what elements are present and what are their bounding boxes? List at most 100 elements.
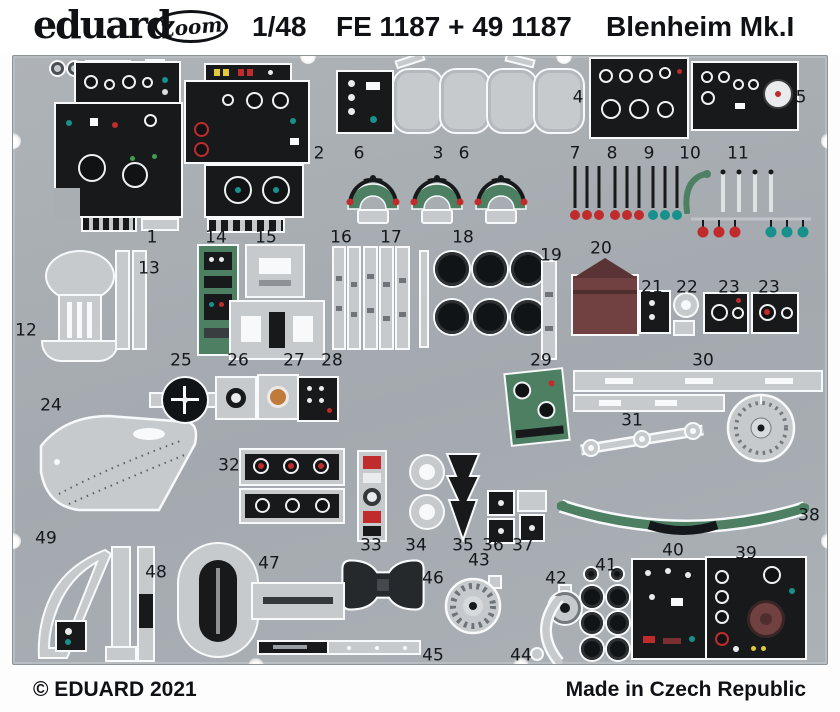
knob-dot [498,528,504,534]
dial [639,69,653,83]
knob-dot [66,120,72,126]
knob-dot [498,500,504,506]
seatbelt-part [365,248,376,348]
part-number-label: 5 [795,87,807,108]
fret-edge-notch [248,658,264,664]
disc-part [435,300,469,334]
part-5-instrument-panel [693,63,797,129]
fret-edge-notch [13,133,21,149]
buckle [399,278,406,283]
part-number-label: 37 [512,535,534,556]
part-22-sleeve [675,322,693,334]
disc-part [435,252,469,286]
part-number-label: 18 [452,227,474,248]
fold-line [259,280,291,286]
hole [403,646,407,650]
part-number-label: 34 [405,535,427,556]
dial [748,79,759,90]
part-number-label: 16 [330,227,352,248]
hinge-pin-part [506,56,534,67]
part-25-compass [151,374,219,426]
slot [290,138,299,145]
part-number-label: 33 [360,535,382,556]
part-number-label: 17 [380,227,402,248]
part-12-seat-stem [60,296,100,344]
part-number-label: 23 [758,277,780,298]
dial [104,79,115,90]
strip-metal-section [329,642,419,653]
fret-edge-notch [556,56,572,64]
dial [599,69,613,83]
arm-slit [263,597,333,604]
part-number-label: 25 [170,350,192,371]
knob-pins-row [691,217,811,238]
disc-part [581,586,603,608]
panel-notch [54,188,80,218]
throttle-quadrant-part [472,173,530,225]
slot [671,598,683,606]
dial [781,307,793,319]
dial [657,101,674,118]
dial [315,498,330,513]
buckle [351,312,357,317]
part-number-label: 3 [432,143,444,164]
knob-dot [273,187,279,193]
part-47-seat-pan [179,544,257,656]
part-13-strap [117,252,128,348]
product-code: FE 1187 + 49 1187 [336,11,572,42]
case-roof [573,258,637,278]
color-chip [643,636,655,643]
part-number-label: 31 [621,410,643,431]
seat-cushion-part [535,70,583,132]
zoom-series-label: Zoom [158,11,224,42]
part-23-gunsight-plate [753,294,797,332]
color-chip [663,638,681,644]
part-number-label: 39 [735,543,757,564]
knob-dot [112,122,118,128]
knob-dot [645,570,651,576]
radio-module [204,294,232,320]
scale-label: 1/48 [252,11,307,42]
part-number-label: 14 [205,227,227,248]
knob-dot [665,568,671,574]
dial [272,92,289,109]
part-2-main-panel [186,82,308,162]
dial [732,307,744,319]
radio-module [204,252,232,270]
part-number-label: 11 [727,143,749,164]
color-chip [363,473,381,483]
buckle [545,326,553,331]
copyright-text: © EDUARD 2021 [33,678,197,701]
case-flap-line [573,290,637,294]
part-number-label: 20 [590,238,612,259]
disc-part [581,638,603,660]
part-number-label: 10 [679,143,701,164]
seatbelt-part [334,248,344,348]
knob-dot [288,463,294,469]
part-number-label: 6 [458,143,470,164]
disc-part [581,612,603,634]
knob-dot [649,300,655,306]
part-3-side-panel [338,72,392,132]
gauge-face [763,79,793,109]
lever-pins-part-9 [648,166,682,220]
color-chip [363,511,381,523]
slot [655,400,677,406]
disc-part [511,300,545,334]
knob-dot [348,94,355,101]
part-24-fuselage-panel [39,414,198,512]
knob-dot [290,118,296,124]
part-number-label: 30 [692,350,714,371]
fret-edge-notch [13,533,21,549]
part-34-ring [411,496,443,528]
part-49-windscreen-frame [37,548,113,659]
buckle [383,282,390,287]
knob-dot [733,646,739,652]
buckle [336,276,342,281]
part-number-label: 41 [595,555,617,576]
module-frame [241,490,343,522]
knob-dot [319,386,324,391]
case-body [573,276,637,334]
